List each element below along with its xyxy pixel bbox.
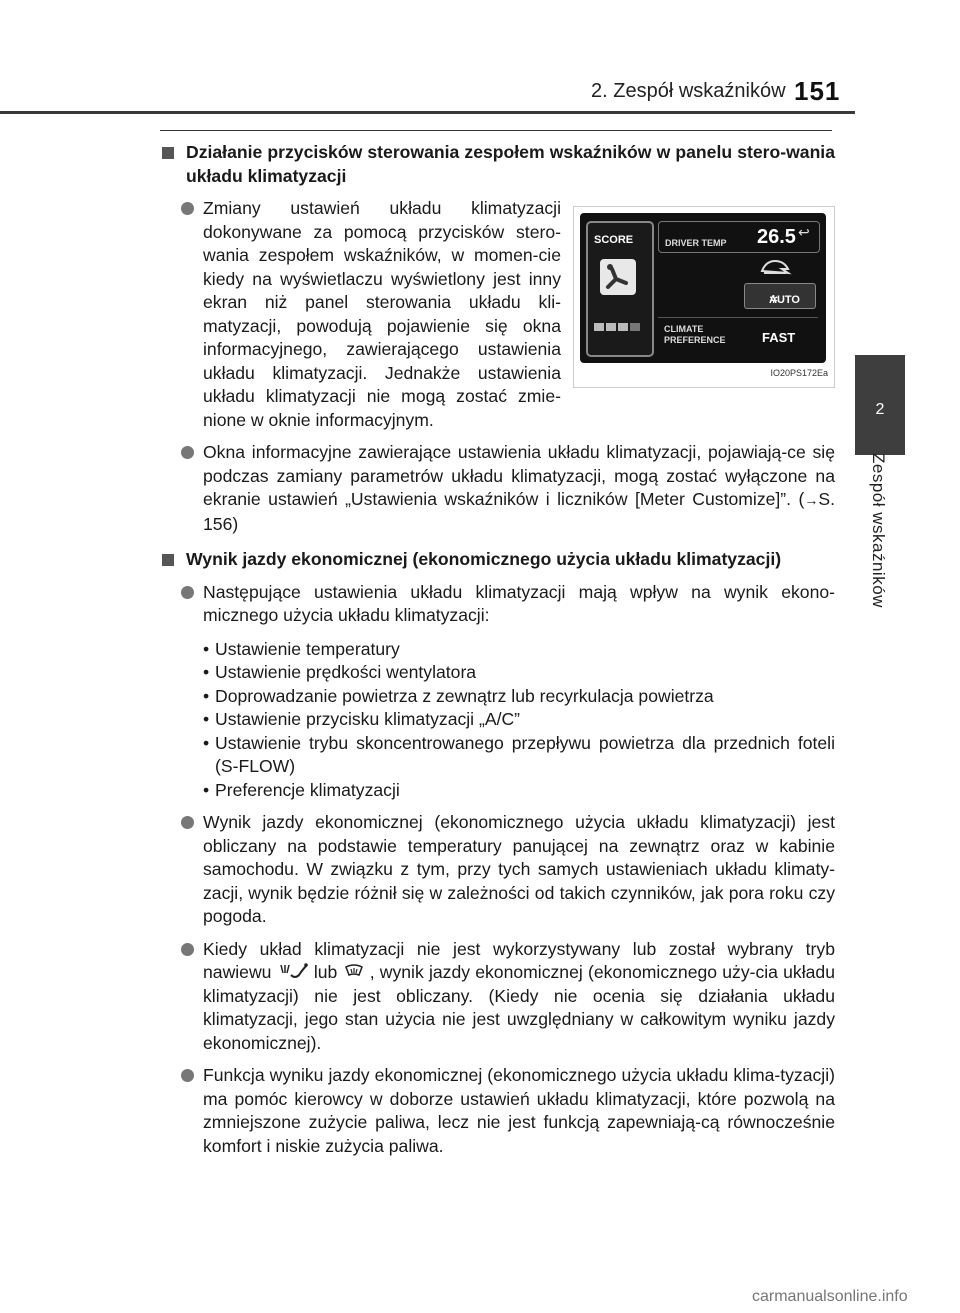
bullet-text: Okna informacyjne zawierające ustawienia… xyxy=(203,442,835,509)
list-item: •Preferencje klimatyzacji xyxy=(203,779,835,803)
list-item-text: Ustawienie prędkości wentylatora xyxy=(215,662,477,682)
list-item: •Ustawienie prędkości wentylatora xyxy=(203,661,835,685)
list-item-text: Doprowadzanie powietrza z zewnątrz lub r… xyxy=(215,685,714,706)
section-heading-text: Wynik jazdy ekonomicznej (ekonomicznego … xyxy=(186,549,782,569)
section-heading-eco-score: Wynik jazdy ekonomicznej (ekonomicznego … xyxy=(160,548,835,572)
circle-bullet-icon xyxy=(181,585,194,599)
circle-bullet-icon xyxy=(181,1069,194,1082)
fan-icon: ✲ xyxy=(769,294,779,306)
square-bullet-icon xyxy=(162,147,174,159)
header-rule xyxy=(0,111,855,114)
bullet-text-part: , wynik jazdy ekonomicznej (ekonomiczneg… xyxy=(203,962,835,1053)
bullet-text: Funkcja wyniku jazdy ekonomicznej (ekono… xyxy=(203,1065,835,1156)
square-bullet-icon xyxy=(162,554,174,566)
score-bar xyxy=(606,323,616,331)
section-rule xyxy=(160,130,832,131)
feet-airflow-icon xyxy=(279,963,308,978)
display-screen: SCORE DRIVER TEMP xyxy=(580,213,826,363)
bullet-item: Funkcja wyniku jazdy ekonomicznej (ekono… xyxy=(160,1064,835,1158)
list-item-text: Ustawienie trybu skoncentrowanego przepł… xyxy=(215,732,835,777)
bullet-item: Kiedy układ klimatyzacji nie jest wykorz… xyxy=(160,938,835,1056)
page-number: 151 xyxy=(794,76,841,106)
bullet-item: Następujące ustawienia układu klimatyzac… xyxy=(160,581,835,628)
list-item-text: Preferencje klimatyzacji xyxy=(215,779,400,800)
list-item: •Ustawienie trybu skoncentrowanego przep… xyxy=(203,732,835,779)
bullet-with-figure: Zmiany ustawień układu klimatyzacji doko… xyxy=(160,197,835,432)
driver-temp-row: DRIVER TEMP 26.5 xyxy=(658,221,820,253)
circle-bullet-icon xyxy=(181,816,194,829)
windshield-airflow-icon xyxy=(344,964,363,976)
bullet-text: Zmiany ustawień układu klimatyzacji doko… xyxy=(203,198,561,430)
list-dot: • xyxy=(203,638,210,659)
header-section-title: 2. Zespół wskaźników xyxy=(591,80,786,102)
score-bar xyxy=(618,323,628,331)
watermark: carmanualsonline.info xyxy=(752,1288,908,1305)
bullet-item: Okna informacyjne zawierające ustawienia… xyxy=(160,441,835,536)
temp-value: 26.5 xyxy=(757,226,796,248)
climate-preference-label: CLIMATE PREFERENCE xyxy=(664,324,726,345)
fast-value: FAST xyxy=(762,330,796,345)
settings-panel: DRIVER TEMP 26.5 ↩ ✲ AUTO CLIMATE PREFER… xyxy=(658,221,820,353)
side-tab-label: Zespół wskaźników xyxy=(838,453,918,643)
driver-temp-label: DRIVER TEMP xyxy=(665,238,727,248)
auto-label: AUTO xyxy=(769,294,800,306)
bullet-text-part: lub xyxy=(313,962,338,982)
bullet-item: Wynik jazdy ekonomicznej (ekonomicznego … xyxy=(160,811,835,929)
circle-bullet-icon xyxy=(181,446,194,459)
score-bars xyxy=(594,323,640,331)
climate-info-figure: SCORE DRIVER TEMP xyxy=(573,206,835,388)
score-bar xyxy=(594,323,604,331)
circle-bullet-icon xyxy=(181,942,194,956)
side-tab-label-text: Zespół wskaźników xyxy=(869,453,888,608)
content: Działanie przycisków sterowania zespołem… xyxy=(160,141,835,1158)
bullet-text: Wynik jazdy ekonomicznej (ekonomicznego … xyxy=(203,812,835,926)
recirculation-icon xyxy=(760,259,792,275)
list-dot: • xyxy=(203,732,210,753)
side-tab: 2 xyxy=(855,355,905,455)
bullet-item: Zmiany ustawień układu klimatyzacji doko… xyxy=(160,197,561,432)
list-item: •Ustawienie przycisku klimatyzacji „A/C” xyxy=(203,708,835,732)
bullet-text: Następujące ustawienia układu klimatyzac… xyxy=(203,581,835,626)
back-icon: ↩ xyxy=(798,224,810,240)
list-dot: • xyxy=(203,685,210,706)
score-panel: SCORE xyxy=(586,221,654,357)
side-tab-number: 2 xyxy=(875,401,885,418)
list-item-text: Ustawienie temperatury xyxy=(215,638,400,659)
figure-code: IO20PS172Ea xyxy=(770,367,828,378)
section-heading-controls: Działanie przycisków sterowania zespołem… xyxy=(160,141,835,188)
page-reference-link[interactable]: S. 156) xyxy=(203,489,835,534)
fan-auto-indicator: ✲ AUTO xyxy=(744,283,816,309)
circle-bullet-icon xyxy=(181,202,194,215)
list-item: •Doprowadzanie powietrza z zewnątrz lub … xyxy=(203,685,835,709)
score-label: SCORE xyxy=(594,234,634,246)
seat-airflow-icon xyxy=(600,259,636,295)
list-dot: • xyxy=(203,779,210,800)
settings-list: •Ustawienie temperatury •Ustawienie pręd… xyxy=(160,638,835,803)
arrow-icon: → xyxy=(804,492,819,508)
list-dot: • xyxy=(203,662,210,682)
score-bar xyxy=(630,323,640,331)
bullet-text-part: Kiedy układ klimatyzacji nie jest wykorz… xyxy=(203,938,835,983)
list-item-text: Ustawienie przycisku klimatyzacji „A/C” xyxy=(215,709,521,729)
climate-preference-row: CLIMATE PREFERENCE FAST xyxy=(658,317,818,352)
section-heading-text: Działanie przycisków sterowania zespołem… xyxy=(186,142,835,186)
list-dot: • xyxy=(203,709,210,729)
list-item: •Ustawienie temperatury xyxy=(203,638,835,662)
